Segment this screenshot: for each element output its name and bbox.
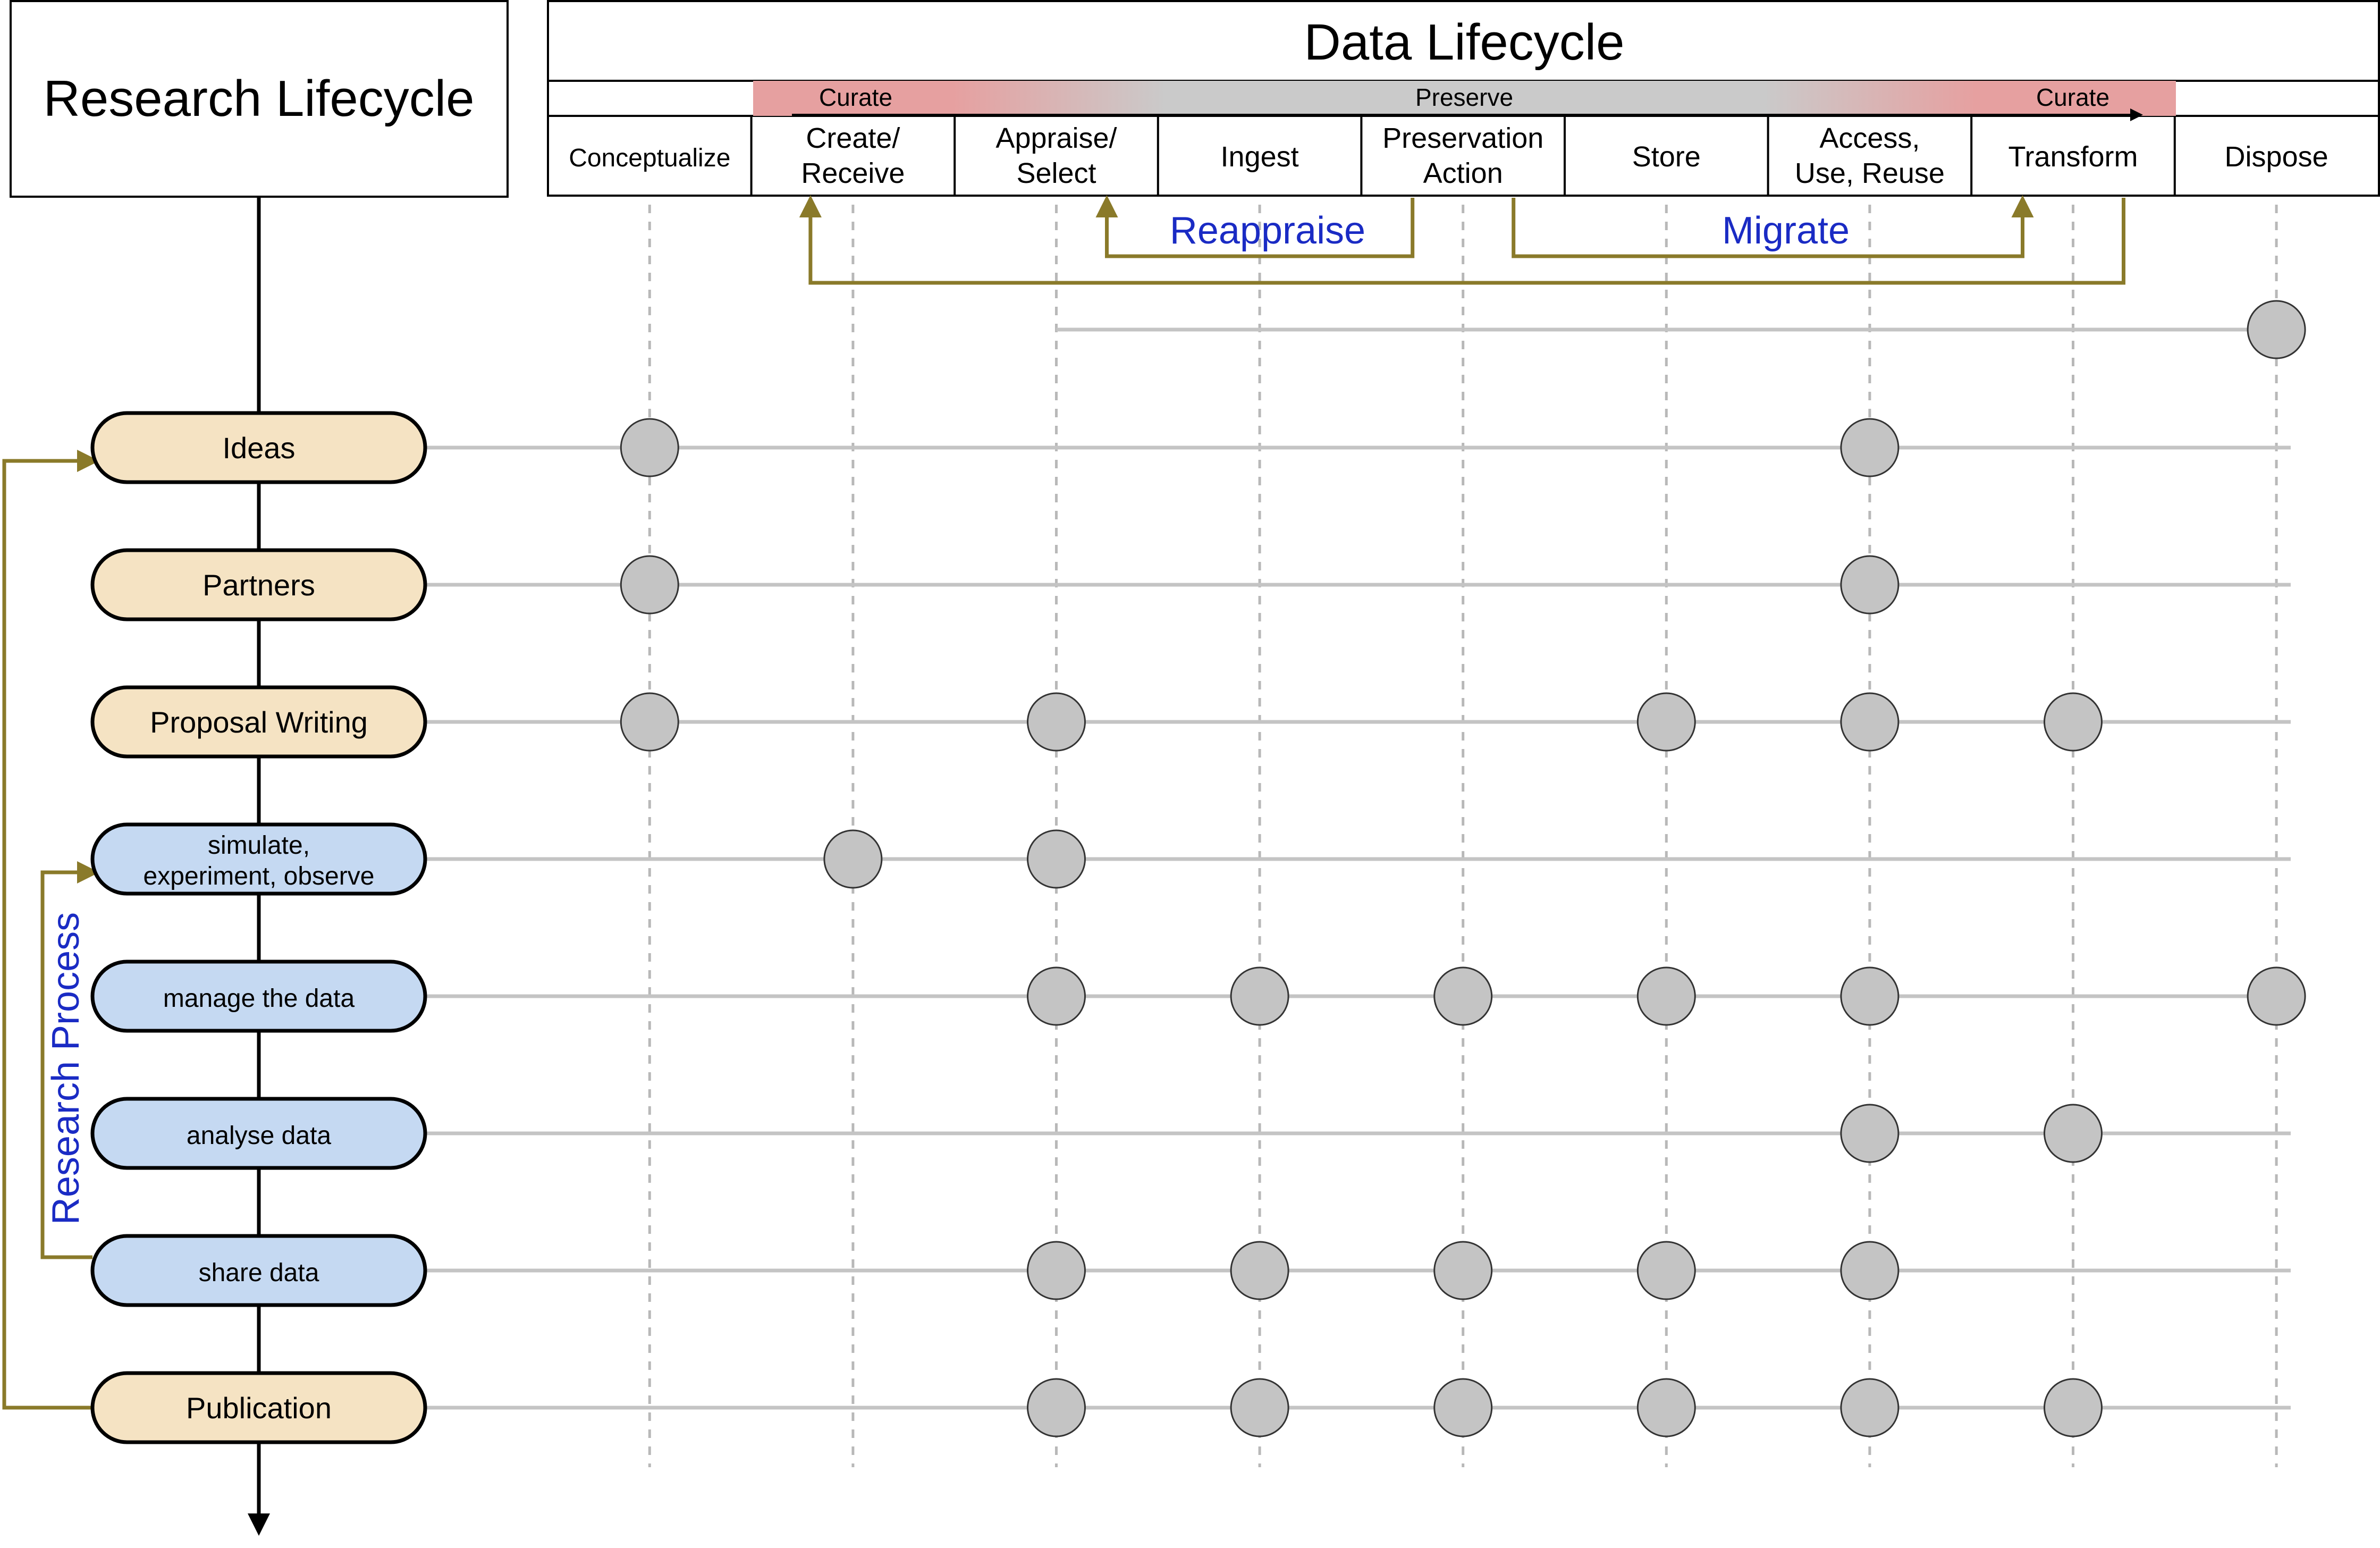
stage-share-dot-appraise [1027, 1241, 1086, 1300]
stage-manage-dot-dispose [2247, 966, 2306, 1026]
stage-ideas-dot-conceptualize [620, 418, 679, 477]
stage-share-dot-store [1636, 1241, 1696, 1300]
stage-share-dot-access [1840, 1241, 1900, 1300]
stage-partners-dot-conceptualize [620, 555, 679, 615]
stage-proposal-label: Proposal Writing [150, 705, 368, 739]
publication-to-ideas-arrow [2, 450, 99, 1410]
stage-proposal-dot-access [1840, 692, 1900, 752]
phase-appraise-label: Appraise/ [995, 122, 1117, 154]
stage-simulate-dot-appraise [1027, 829, 1086, 889]
stage-simulate-dot-create [823, 829, 883, 889]
stage-manage-dot-ingest [1230, 966, 1289, 1026]
curation-band [753, 81, 2176, 116]
phase-transform-label: Transform [2008, 141, 2138, 173]
phase-access-label: Access, [1819, 122, 1920, 154]
stage-publication-dot-appraise [1027, 1378, 1086, 1437]
stage-publication-pill [90, 1371, 427, 1444]
stage-simulate-label: simulate, [208, 831, 310, 860]
stage-proposal-dot-transform [2044, 692, 2103, 752]
stage-analyse-dot-access [1840, 1104, 1900, 1163]
phase-access-label: Use, Reuse [1795, 157, 1945, 189]
stage-share-dot-preservation [1433, 1241, 1493, 1300]
stage-analyse-dot-transform [2044, 1104, 2103, 1163]
phase-store-label: Store [1632, 141, 1701, 173]
stage-publication-dot-access [1840, 1378, 1900, 1437]
phase-preservation-label: Action [1423, 157, 1503, 189]
research-lifecycle-title-box [10, 0, 509, 198]
migrate-arrow [1512, 195, 2034, 258]
stage-manage-dot-store [1636, 966, 1696, 1026]
stage-simulate-pill [90, 822, 427, 896]
stage-publication-dot-transform [2044, 1378, 2103, 1437]
stage-share-dot-ingest [1230, 1241, 1289, 1300]
stage-ideas-dot-access [1840, 418, 1900, 477]
phase-dispose-label: Dispose [2225, 141, 2328, 173]
stage-ideas-pill [90, 411, 427, 484]
stage-partners-label: Partners [202, 568, 315, 602]
stage-partners-dot-access [1840, 555, 1900, 615]
stage-publication-dot-ingest [1230, 1378, 1289, 1437]
phase-ingest-label: Ingest [1221, 141, 1299, 173]
phase-preservation-label: Preservation [1382, 122, 1543, 154]
stage-manage-dot-preservation [1433, 966, 1493, 1026]
dispose-return-arrow [799, 195, 2125, 285]
stage-share-label: share data [199, 1259, 319, 1287]
stage-share-pill [90, 1234, 427, 1307]
phase-create-label: Receive [801, 157, 905, 189]
stage-simulate-label: experiment, observe [144, 862, 375, 890]
stage-analyse-label: analyse data [187, 1122, 332, 1150]
research-process-label: Research Process [45, 912, 87, 1225]
stage-manage-label: manage the data [163, 985, 355, 1013]
top-row-dot-dispose [2247, 300, 2306, 359]
stage-partners-pill [90, 548, 427, 621]
stage-proposal-dot-store [1636, 692, 1696, 752]
phase-appraise-label: Select [1016, 157, 1096, 189]
stage-manage-pill [90, 960, 427, 1033]
migrate-label: Migrate [1722, 209, 1850, 252]
data-lifecycle-title: Data Lifecycle [1304, 14, 1625, 71]
band-curate-right: Curate [2036, 83, 2109, 111]
stage-proposal-dot-conceptualize [620, 692, 679, 752]
reappraise-label: Reappraise [1170, 209, 1365, 252]
stage-analyse-pill [90, 1097, 427, 1170]
band-preserve: Preserve [1415, 83, 1513, 111]
stage-publication-dot-preservation [1433, 1378, 1493, 1437]
stage-publication-label: Publication [186, 1391, 332, 1425]
phase-create-label: Create/ [806, 122, 900, 154]
stage-manage-dot-appraise [1027, 966, 1086, 1026]
band-curate-left: Curate [819, 83, 892, 111]
phase-conceptualize-label: Conceptualize [569, 144, 730, 172]
stage-ideas-label: Ideas [223, 431, 296, 465]
stage-manage-dot-access [1840, 966, 1900, 1026]
reappraise-arrow [1095, 195, 1415, 258]
stage-proposal-pill [90, 685, 427, 759]
stage-proposal-dot-appraise [1027, 692, 1086, 752]
research-process-loop-arrow [40, 861, 99, 1259]
stage-publication-dot-store [1636, 1378, 1696, 1437]
research-lifecycle-title: Research Lifecycle [43, 70, 474, 127]
